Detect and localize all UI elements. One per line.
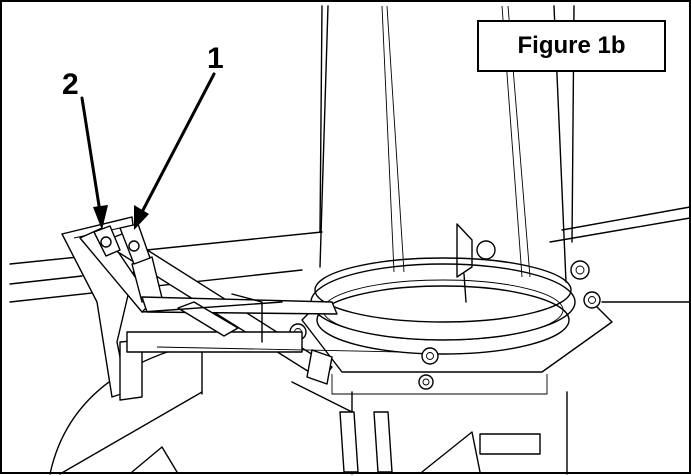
- control-rod: [79, 227, 403, 385]
- callout-number-1: 1: [207, 42, 224, 75]
- chute-ring: [301, 257, 613, 395]
- deck-plate: [9, 206, 691, 303]
- lever-handle: [93, 223, 151, 265]
- callout-arrow-1: [134, 72, 216, 230]
- lower-housing: [131, 381, 568, 475]
- discharge-chute: [319, 5, 567, 303]
- callout-arrow-2: [80, 96, 108, 230]
- figure-caption: Figure 1b: [477, 20, 666, 72]
- figure-caption-text: Figure 1b: [517, 32, 626, 59]
- callout-number-2: 2: [62, 68, 79, 101]
